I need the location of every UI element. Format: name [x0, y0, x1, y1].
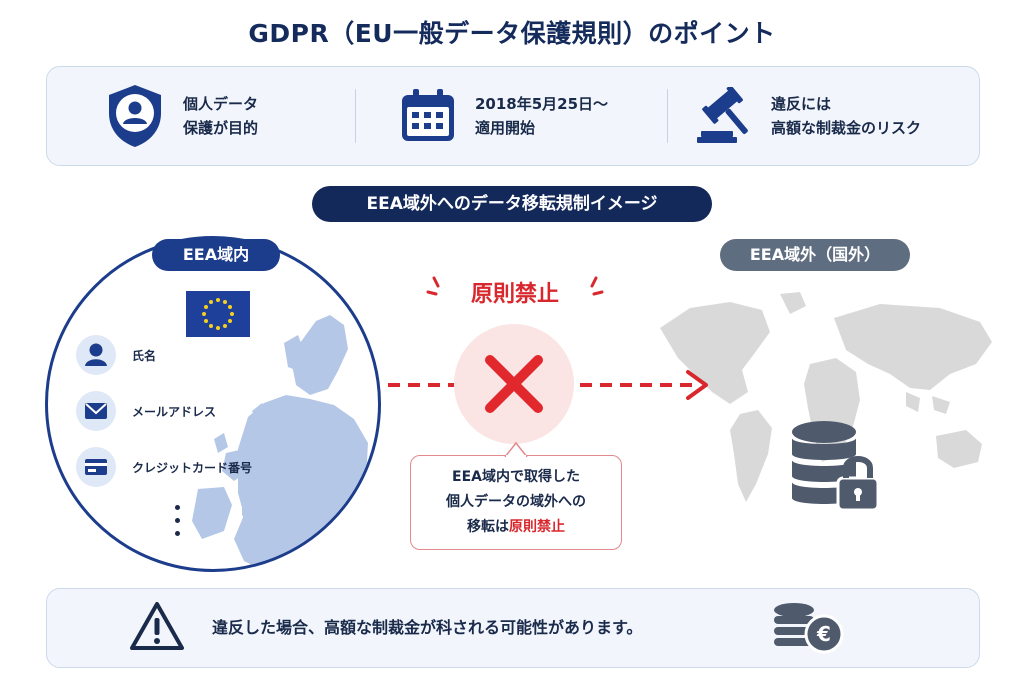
item-label-name: 氏名 — [132, 349, 157, 363]
more-items-icon — [175, 505, 181, 536]
feature-effective-date: 2018年5月25日〜 適用開始 — [399, 67, 608, 165]
locked-database-icon — [792, 421, 880, 512]
callout-pointer — [504, 441, 528, 457]
feature-line2: 高額な制裁金のリスク — [771, 119, 922, 137]
warning-icon — [130, 602, 184, 650]
divider — [667, 89, 668, 143]
prohibited-x-icon — [454, 324, 574, 444]
credit-card-icon — [76, 447, 116, 487]
eea-outside-label: EEA域外（国外） — [720, 239, 910, 271]
divider — [355, 89, 356, 143]
calendar-icon — [402, 89, 454, 141]
callout-emphasis: 原則禁止 — [509, 519, 565, 535]
gavel-icon — [697, 87, 748, 143]
transfer-regulation-label: EEA域外へのデータ移転規制イメージ — [312, 186, 712, 222]
world-map — [660, 292, 992, 502]
coins-euro-icon: € — [774, 603, 844, 654]
eea-inside-area: 氏名 メールアドレス クレジットカード番号 — [45, 236, 381, 572]
eea-inside-label: EEA域内 — [152, 239, 280, 271]
feature-line2: 保護が目的 — [183, 119, 259, 137]
emphasis-marks-icon — [426, 276, 604, 296]
feature-panel: 個人データ 保護が目的 2018年5月25日〜 適用開始 — [46, 66, 980, 166]
feature-line2: 適用開始 — [475, 119, 536, 137]
callout-line: 移転は原則禁止 — [411, 515, 621, 540]
feature-line1: 個人データ — [183, 95, 259, 113]
page-title: GDPR（EU一般データ保護規則）のポイント — [248, 19, 776, 48]
feature-penalty-risk: 違反には 高額な制裁金のリスク — [695, 67, 921, 165]
feature-data-protection: 個人データ 保護が目的 — [105, 67, 258, 165]
callout-line: EEA域内で取得した — [452, 469, 580, 485]
transfer-arrow — [388, 370, 708, 400]
eu-flag-icon — [186, 291, 250, 337]
envelope-icon — [76, 391, 116, 431]
feature-line1: 2018年5月25日〜 — [475, 95, 609, 113]
item-label-credit-card: クレジットカード番号 — [132, 461, 253, 475]
prohibition-callout: EEA域内で取得した 個人データの域外への 移転は原則禁止 — [410, 455, 622, 550]
warning-text: 違反した場合、高額な制裁金が科される可能性があります。 — [212, 618, 643, 637]
person-icon — [76, 335, 116, 375]
callout-line: 個人データの域外への — [446, 494, 586, 510]
prohibition-label: 原則禁止 — [470, 282, 559, 307]
item-label-email: メールアドレス — [132, 405, 217, 419]
svg-text:€: € — [816, 622, 831, 646]
shield-user-icon — [109, 85, 161, 147]
feature-line1: 違反には — [771, 95, 832, 113]
callout-prefix: 移転は — [467, 519, 509, 535]
europe-map — [192, 315, 368, 569]
